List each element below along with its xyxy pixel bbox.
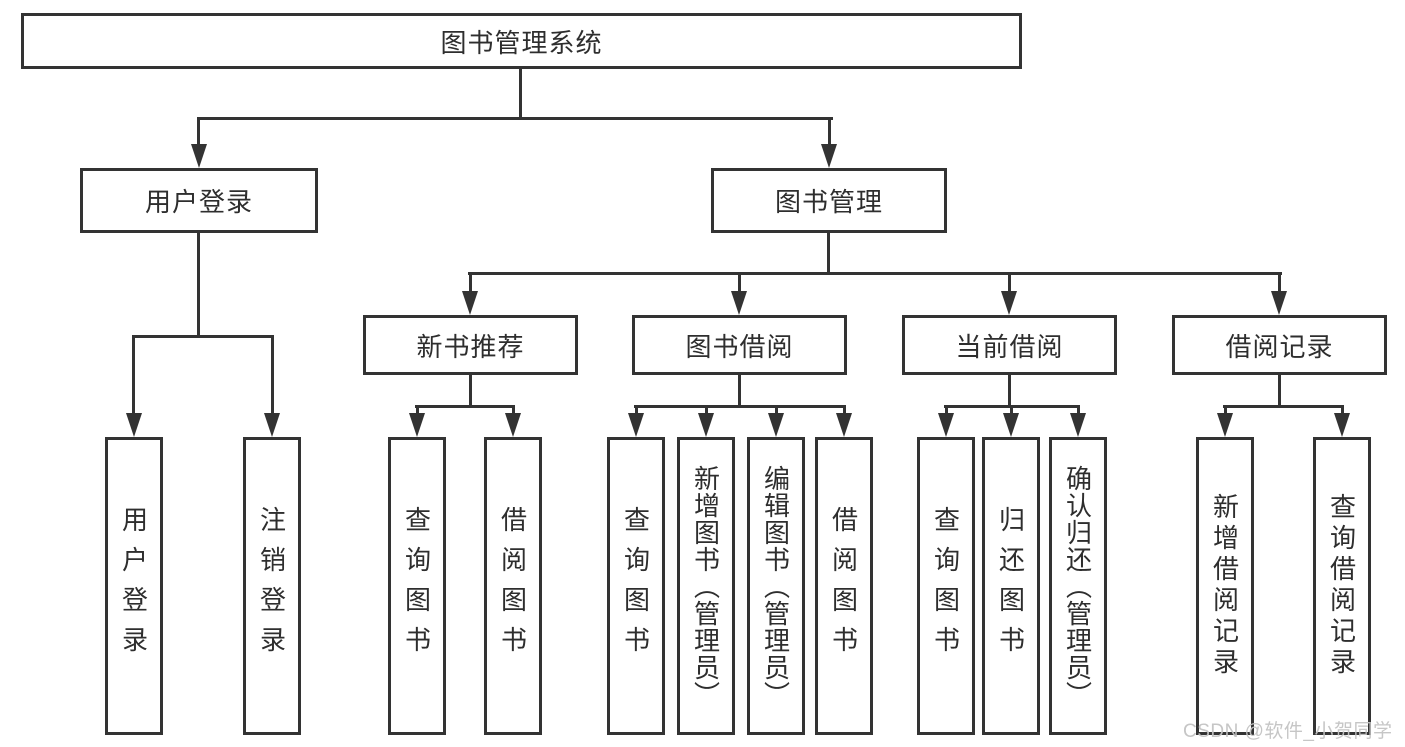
- connector-line: [512, 405, 515, 416]
- arrow-down-icon: [1334, 413, 1350, 437]
- node-book-management-label: 图书管理: [774, 187, 883, 217]
- arrow-down-icon: [1003, 413, 1019, 437]
- connector-line: [415, 405, 515, 408]
- connector-line: [1278, 272, 1281, 294]
- arrow-down-icon: [264, 413, 280, 437]
- node-root-label: 图书管理系统: [440, 27, 603, 58]
- leaf-br-query-record-label: 查询借阅记录: [1326, 493, 1357, 679]
- leaf-bb-query-book: 查询图书: [607, 437, 665, 735]
- connector-line: [197, 232, 200, 338]
- arrow-down-icon: [836, 413, 852, 437]
- connector-line: [635, 405, 638, 416]
- leaf-logout: 注销登录: [243, 437, 301, 735]
- arrow-down-icon: [1217, 413, 1233, 437]
- csdn-watermark: CSDN @软件_小贺同学: [1183, 721, 1393, 742]
- leaf-cb-query-book-label: 查询图书: [930, 506, 961, 666]
- node-user-login-label: 用户登录: [144, 187, 253, 217]
- connector-line: [634, 405, 846, 408]
- connector-line: [1278, 373, 1281, 407]
- node-book-management: 图书管理: [711, 168, 947, 233]
- leaf-bb-edit-book-label: 编辑图书（管理员）: [760, 464, 791, 708]
- node-book-borrow: 图书借阅: [632, 315, 847, 375]
- connector-line: [775, 405, 778, 416]
- arrow-down-icon: [821, 144, 837, 168]
- leaf-cb-query-book: 查询图书: [917, 437, 975, 735]
- connector-line: [828, 117, 831, 147]
- arrow-down-icon: [628, 413, 644, 437]
- connector-line: [1223, 405, 1344, 408]
- leaf-cb-return-book-label: 归还图书: [995, 506, 1026, 666]
- leaf-bb-borrow-book: 借阅图书: [815, 437, 873, 735]
- connector-line: [1077, 405, 1080, 416]
- leaf-rec-query-book-label: 查询图书: [401, 506, 432, 666]
- node-new-book-recommend-label: 新书推荐: [416, 331, 525, 362]
- leaf-bb-query-book-label: 查询图书: [620, 506, 651, 666]
- connector-line: [197, 117, 833, 120]
- connector-line: [945, 405, 948, 416]
- leaf-bb-add-book-label: 新增图书（管理员）: [690, 464, 721, 708]
- leaf-cb-confirm-return-label: 确认归还（管理员）: [1062, 464, 1093, 708]
- connector-line: [843, 405, 846, 416]
- arrow-down-icon: [938, 413, 954, 437]
- arrow-down-icon: [731, 291, 747, 315]
- connector-line: [705, 405, 708, 416]
- node-current-borrow-label: 当前借阅: [955, 331, 1064, 362]
- leaf-cb-confirm-return: 确认归还（管理员）: [1049, 437, 1107, 735]
- leaf-user-login: 用户登录: [105, 437, 163, 735]
- leaf-br-add-record: 新增借阅记录: [1196, 437, 1254, 735]
- node-borrow-record: 借阅记录: [1172, 315, 1387, 375]
- connector-line: [469, 272, 472, 294]
- connector-line: [197, 117, 200, 147]
- node-borrow-record-label: 借阅记录: [1225, 331, 1334, 362]
- arrow-down-icon: [462, 291, 478, 315]
- leaf-rec-borrow-book-label: 借阅图书: [497, 506, 528, 666]
- connector-line: [271, 335, 274, 416]
- arrow-down-icon: [698, 413, 714, 437]
- leaf-user-login-label: 用户登录: [118, 506, 149, 666]
- leaf-bb-borrow-book-label: 借阅图书: [828, 506, 859, 666]
- leaf-cb-return-book: 归还图书: [982, 437, 1040, 735]
- connector-line: [1224, 405, 1227, 416]
- node-book-borrow-label: 图书借阅: [685, 331, 794, 362]
- arrow-down-icon: [1271, 291, 1287, 315]
- node-user-login: 用户登录: [80, 168, 318, 233]
- arrow-down-icon: [1070, 413, 1086, 437]
- node-root: 图书管理系统: [21, 13, 1022, 69]
- connector-line: [738, 373, 741, 407]
- leaf-br-add-record-label: 新增借阅记录: [1209, 493, 1240, 679]
- connector-line: [519, 68, 522, 120]
- leaf-bb-add-book: 新增图书（管理员）: [677, 437, 735, 735]
- connector-line: [1008, 373, 1011, 407]
- arrow-down-icon: [126, 413, 142, 437]
- arrow-down-icon: [505, 413, 521, 437]
- leaf-rec-borrow-book: 借阅图书: [484, 437, 542, 735]
- leaf-rec-query-book: 查询图书: [388, 437, 446, 735]
- leaf-br-query-record: 查询借阅记录: [1313, 437, 1371, 735]
- connector-line: [827, 231, 830, 275]
- connector-line: [468, 272, 1282, 275]
- arrow-down-icon: [409, 413, 425, 437]
- connector-line: [738, 272, 741, 294]
- arrow-down-icon: [1001, 291, 1017, 315]
- arrow-down-icon: [191, 144, 207, 168]
- connector-line: [469, 373, 472, 407]
- connector-line: [132, 335, 135, 416]
- connector-line: [1010, 405, 1013, 416]
- node-current-borrow: 当前借阅: [902, 315, 1117, 375]
- connector-line: [1008, 272, 1011, 294]
- node-new-book-recommend: 新书推荐: [363, 315, 578, 375]
- arrow-down-icon: [768, 413, 784, 437]
- leaf-logout-label: 注销登录: [256, 506, 287, 666]
- connector-line: [132, 335, 274, 338]
- connector-line: [416, 405, 419, 416]
- leaf-bb-edit-book: 编辑图书（管理员）: [747, 437, 805, 735]
- connector-line: [1341, 405, 1344, 416]
